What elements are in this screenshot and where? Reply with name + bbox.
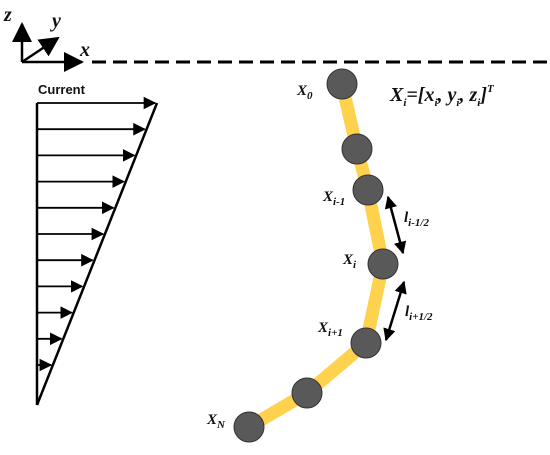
- y-axis-arrow: [21, 36, 60, 64]
- segment-length-arrow-lower: [383, 280, 407, 342]
- current-profile: Current: [35, 82, 159, 406]
- node-x0: [326, 68, 358, 100]
- coordinate-axes: z y x: [3, 4, 90, 72]
- label-l-i-plus-half: li+1/2: [405, 304, 433, 323]
- y-axis-label: y: [50, 10, 61, 32]
- node-xn: [233, 411, 265, 443]
- current-label: Current: [38, 82, 86, 97]
- node-1: [341, 133, 373, 165]
- z-axis-label: z: [3, 4, 12, 26]
- label-xi-minus-1: Xi-1: [322, 189, 345, 208]
- node-xi-plus-1: [350, 327, 382, 359]
- x-axis-label: x: [79, 39, 90, 61]
- node-xi-minus-1: [352, 174, 384, 206]
- label-x0: X0: [296, 83, 313, 102]
- state-vector-equation: Xi=[xi, yi, zi]T: [389, 83, 495, 109]
- current-envelope-line: [35, 102, 159, 406]
- label-xi: Xi: [342, 252, 357, 271]
- node-xi: [367, 248, 399, 280]
- label-xi-plus-1: Xi+1: [317, 320, 343, 339]
- label-l-i-minus-half: li-1/2: [404, 210, 429, 229]
- label-xn: XN: [206, 412, 226, 431]
- node-n-minus-1: [291, 377, 323, 409]
- mooring-line: [233, 68, 399, 443]
- segment-length-arrow-upper: [384, 195, 407, 255]
- current-arrows: [37, 96, 157, 372]
